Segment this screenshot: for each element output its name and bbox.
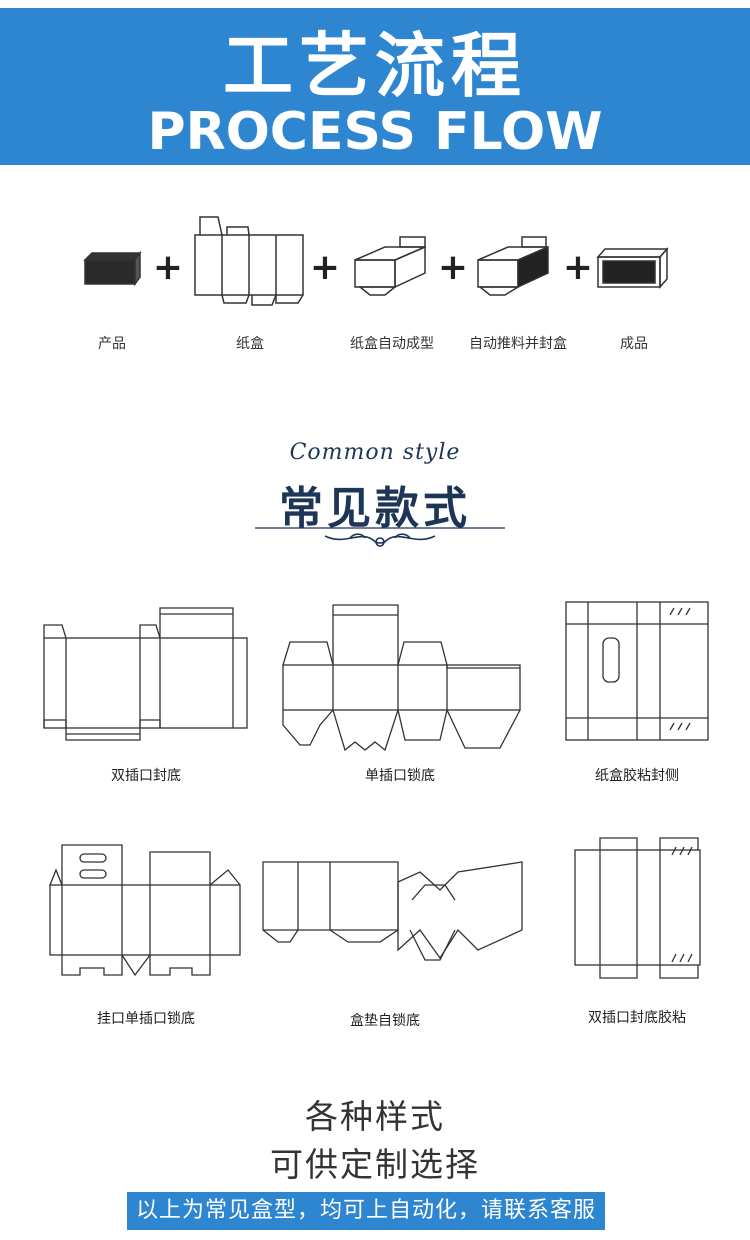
plus-icon: + (309, 247, 341, 288)
style-label: 双插口封底胶粘 (588, 1010, 686, 1026)
step-label-product: 产品 (98, 336, 126, 352)
style-label: 纸盒胶粘封侧 (595, 768, 679, 784)
contact-service-banner: 以上为常见盒型，均可上自动化，请联系客服 (127, 1192, 605, 1230)
step-label-finished: 成品 (620, 336, 648, 352)
header-banner: 工艺流程 PROCESS FLOW (0, 8, 750, 165)
style-label: 单插口锁底 (365, 768, 435, 784)
plus-icon: + (562, 247, 594, 288)
product-icon (83, 250, 142, 287)
style-label: 盒垫自锁底 (350, 1013, 420, 1029)
auto-seal-icon (477, 236, 549, 296)
style-label: 双插口封底 (111, 768, 181, 784)
finished-box-icon (596, 247, 669, 289)
box-style-glued-side (565, 601, 709, 741)
box-style-cushion-lock (262, 861, 523, 961)
ornament-divider-icon (255, 527, 505, 547)
step-label-auto-forming: 纸盒自动成型 (350, 336, 434, 352)
box-style-double-tuck-glued (574, 837, 701, 979)
box-style-hang-tab (49, 844, 241, 977)
box-style-double-tuck (43, 607, 248, 741)
style-label: 挂口单插口锁底 (97, 1011, 195, 1027)
carton-blank-icon (194, 216, 304, 306)
process-flow: + + + + 产品 纸盒 纸盒自动成型 自动推料并封盒 成品 (0, 205, 750, 365)
common-style-script: Common style (289, 440, 461, 465)
process-flow-illustrations (83, 216, 669, 306)
footer-line-1: 各种样式 (305, 1097, 445, 1136)
header-title-en: PROCESS FLOW (147, 102, 603, 162)
common-style-heading: Common style (0, 440, 750, 465)
box-style-lock-bottom (282, 604, 521, 752)
plus-icon: + (437, 247, 469, 288)
auto-forming-icon (354, 236, 426, 296)
box-styles-illustrations (43, 601, 709, 979)
footer-line-2: 可供定制选择 (270, 1145, 480, 1184)
common-style-title: 常见款式 (279, 483, 471, 534)
header-title-zh: 工艺流程 (223, 25, 527, 107)
plus-icon: + (152, 247, 184, 288)
step-label-auto-seal: 自动推料并封盒 (469, 336, 567, 352)
step-label-carton: 纸盒 (236, 336, 264, 352)
